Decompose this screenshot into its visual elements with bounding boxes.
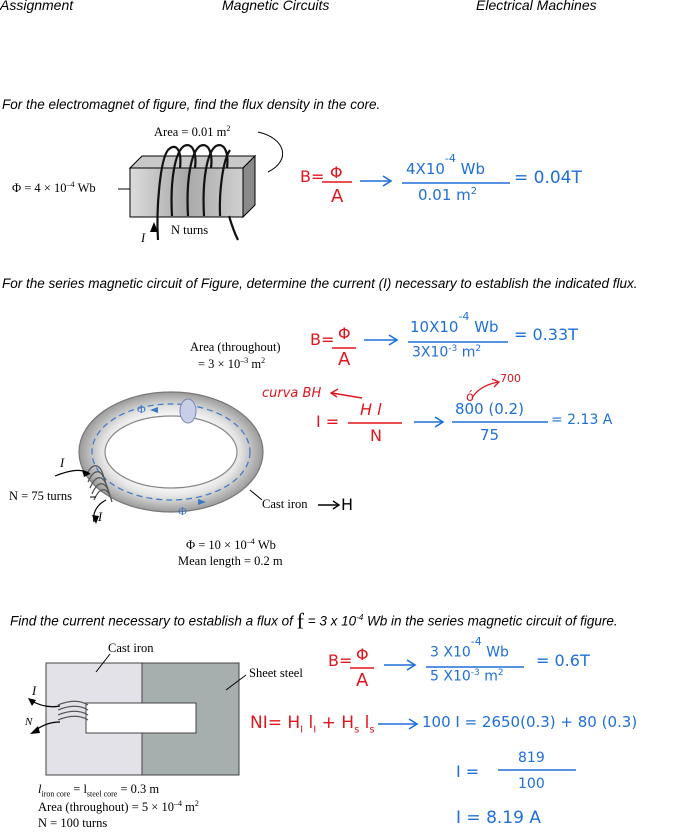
p3-lead-top-arrow	[28, 698, 36, 706]
p1-flux-label: Φ = 4 × 10–4 Wb	[12, 180, 96, 196]
p3-n-label: N	[25, 716, 33, 728]
header-electrical-machines: Electrical Machines	[476, 0, 597, 13]
p1-core	[128, 154, 257, 219]
p2-curva-arrow	[329, 388, 363, 399]
p1-sol-phi: Φ	[330, 163, 343, 182]
p3-core	[45, 662, 240, 776]
p3-current-label: I	[32, 684, 37, 698]
p2-sol-result: = 0.33T	[514, 325, 578, 344]
p2-castiron-arrow	[318, 500, 341, 510]
problem1-question: For the electromagnet of figure, find th…	[2, 97, 381, 112]
problem3-question: Find the current necessary to establish …	[10, 608, 618, 634]
p2-sol-den: 3X10-3 m2	[412, 344, 482, 361]
p1-current-label: I	[141, 231, 146, 245]
p2-700-arrow	[471, 381, 499, 399]
p1-sol-result: = 0.04T	[514, 168, 582, 188]
p2-sol-i: I =	[316, 412, 340, 431]
p3-sol-den: 5 X10-3 m2	[430, 668, 504, 685]
p2-current-bottom: I	[98, 510, 103, 524]
p3-castiron-leader	[95, 653, 111, 673]
p2-sol-700: 700	[500, 372, 521, 385]
p3-area-label: Area (throughout) = 5 × 10–4 m2	[38, 799, 199, 815]
p2-lead-bottom-arrow	[92, 515, 99, 524]
p3-sol-eq1: 100 I = 2650(0.3) + 80 (0.3)	[422, 713, 638, 731]
p1-sol-num: 4X10-4 Wb	[406, 152, 486, 178]
p1-sol-a: A	[331, 186, 344, 207]
p2-phi-bottom: Φ	[178, 504, 187, 518]
p2-castiron-label: Cast iron	[262, 497, 308, 511]
p2-sol-n: N	[370, 426, 382, 445]
p3-lead-bottom-arrow	[30, 726, 40, 734]
p1-turns-label: N turns	[171, 223, 209, 237]
p3-sol-final: I = 8.19 A	[456, 808, 541, 828]
p3-arrow-blue-2	[378, 718, 419, 730]
p2-area-label-1: Area (throughout)	[190, 340, 281, 354]
p3-turns-label: N = 100 turns	[38, 816, 108, 830]
p2-lead-bottom	[93, 499, 107, 523]
p3-sol-i: I =	[456, 762, 480, 781]
p3-sol-a: A	[356, 670, 369, 691]
p2-sol-num: 10X10-4 Wb	[410, 310, 499, 336]
p3-sol-num: 3 X10-4 Wb	[430, 635, 509, 661]
problem2-question: For the series magnetic circuit of Figur…	[2, 276, 638, 291]
p1-sol-den: 0.01 m2	[418, 186, 478, 204]
p1-sol-b: B=	[300, 167, 325, 186]
p2-arrow-blue-2	[414, 416, 445, 428]
p3-sol-b: B=	[328, 651, 353, 670]
p3-arrow-blue-1	[384, 659, 417, 671]
p2-flux-arrow-top	[150, 407, 158, 413]
p2-sol-hl: H l	[360, 400, 382, 419]
p2-sol-a: A	[338, 349, 351, 370]
p3-sol-den2: 100	[518, 776, 545, 792]
p2-sol-o: ó	[466, 390, 474, 405]
p2-flux-arrow-bottom	[198, 499, 206, 505]
header-assignment: Assignment	[0, 0, 74, 13]
p1-current-arrow	[150, 222, 158, 232]
p1-arrow-blue	[360, 175, 393, 187]
p2-area-label-2: = 3 × 10–3 m2	[198, 356, 266, 372]
p2-sol-num2: 800 (0.2)	[455, 400, 524, 418]
p3-sol-num2: 819	[518, 750, 545, 766]
p3-castiron-label: Cast iron	[108, 641, 154, 655]
p2-castiron-leader	[249, 489, 263, 501]
p3-lengths-label: liron core = lsteel core = 0.3 m	[38, 782, 160, 799]
p2-turns-label: N = 75 turns	[9, 489, 72, 503]
p2-sol-curva: curva BH	[262, 386, 322, 401]
p2-sol-den2: 75	[480, 426, 500, 444]
p1-coil	[156, 144, 239, 241]
p2-current-top: I	[60, 456, 65, 470]
p3-sol-result: = 0.6T	[536, 651, 590, 670]
p2-torus	[78, 391, 264, 513]
p2-flux-label: Φ = 10 × 10–4 Wb	[186, 537, 276, 553]
p1-area-leader	[257, 131, 284, 173]
p2-sol-result2: = 2.13 A	[551, 412, 613, 428]
p2-phi-top: Φ	[137, 402, 146, 416]
p2-h-label: H	[341, 495, 354, 514]
p2-sol-b: B=	[310, 330, 335, 349]
p2-mean-length: Mean length = 0.2 m	[178, 554, 283, 568]
p2-lead-top-arrow	[82, 470, 90, 477]
p2-sol-phi: Φ	[338, 324, 351, 343]
p3-steel-leader	[225, 674, 247, 691]
p3-steel-label: Sheet steel	[249, 666, 303, 680]
p3-sol-phi: Φ	[356, 645, 369, 664]
p2-lead-top	[54, 469, 91, 477]
header-magnetic-circuits: Magnetic Circuits	[222, 0, 330, 13]
p1-area-label: Area = 0.01 m2	[154, 124, 231, 140]
p3-coil	[57, 700, 89, 721]
p2-arrow-blue-1	[364, 334, 399, 346]
p3-sol-ni: NI= HI lI + Hs ls	[250, 713, 375, 736]
p2-700-arrowhead	[491, 378, 501, 388]
